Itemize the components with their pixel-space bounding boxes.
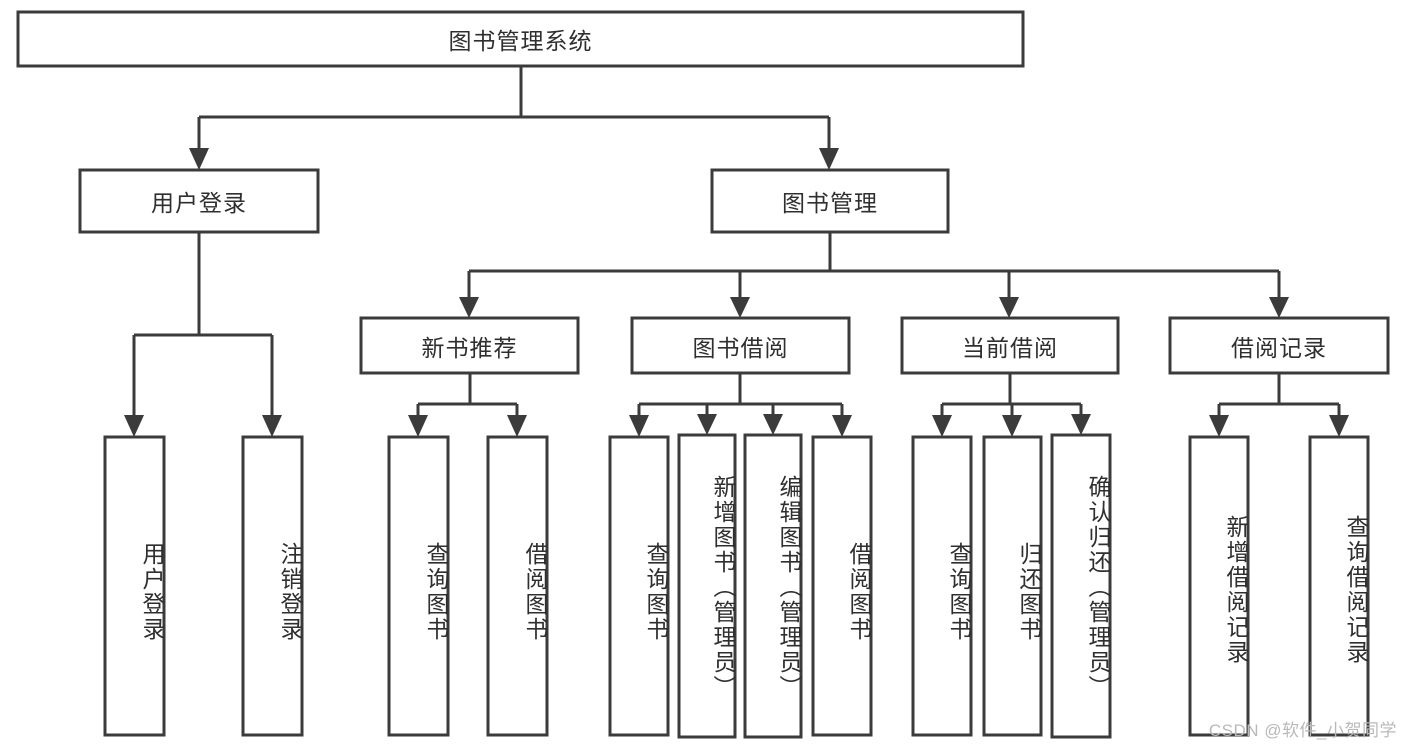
- arrow-head-book-management: [819, 148, 839, 170]
- arrow-head-leaf-user-login: [124, 415, 144, 437]
- node-box-borrow-record[interactable]: [1168, 316, 1390, 375]
- node-box-book-management[interactable]: [710, 168, 950, 234]
- node-box-leaf-borrow-book-recommend[interactable]: [486, 435, 549, 737]
- arrow-head-current-borrow: [999, 297, 1019, 318]
- node-box-leaf-confirm-return-admin[interactable]: [1050, 433, 1112, 739]
- node-box-new-book-recommend[interactable]: [359, 316, 580, 375]
- node-box-leaf-add-borrow-record[interactable]: [1188, 435, 1250, 737]
- node-box-root[interactable]: [16, 10, 1025, 68]
- node-box-leaf-return-book[interactable]: [982, 435, 1043, 737]
- node-box-user-login[interactable]: [78, 168, 320, 234]
- connectors: [124, 66, 1349, 437]
- node-box-leaf-borrow-book-borrow[interactable]: [811, 435, 873, 737]
- node-box-leaf-user-login[interactable]: [103, 435, 166, 737]
- node-box-leaf-query-book-current[interactable]: [911, 435, 973, 737]
- node-box-current-borrow[interactable]: [900, 316, 1120, 375]
- node-box-leaf-edit-book-admin[interactable]: [743, 433, 803, 739]
- arrow-head-book-borrow: [730, 297, 750, 318]
- arrow-head-leaf-edit-book-admin: [763, 414, 783, 435]
- arrow-head-borrow-record: [1269, 297, 1289, 318]
- node-box-leaf-query-book-recommend[interactable]: [387, 435, 450, 737]
- arrow-head-leaf-add-borrow-record: [1209, 415, 1229, 437]
- arrow-head-leaf-logout-login: [262, 415, 282, 437]
- arrow-head-leaf-confirm-return-admin: [1071, 414, 1091, 435]
- arrow-head-leaf-return-book: [1002, 415, 1022, 437]
- arrow-head-leaf-query-book-current: [932, 415, 952, 437]
- arrow-head-leaf-borrow-book-recommend: [507, 415, 527, 437]
- arrow-head-leaf-query-book-recommend: [408, 415, 428, 437]
- node-box-leaf-logout-login[interactable]: [241, 435, 304, 737]
- arrow-head-leaf-add-book-admin: [697, 414, 717, 435]
- arrow-head-user-login: [189, 148, 209, 170]
- node-box-book-borrow[interactable]: [630, 316, 851, 375]
- node-boxes: [16, 10, 1390, 739]
- csdn-watermark: CSDN @软件_小贺同学: [1208, 721, 1397, 740]
- arrow-head-new-book-recommend: [459, 297, 479, 318]
- node-box-leaf-query-borrow-record[interactable]: [1308, 435, 1370, 737]
- arrow-head-leaf-query-borrow-record: [1329, 415, 1349, 437]
- arrow-head-leaf-query-book-borrow: [629, 415, 649, 437]
- node-box-leaf-add-book-admin[interactable]: [677, 433, 737, 739]
- arrow-head-leaf-borrow-book-borrow: [832, 415, 852, 437]
- node-box-leaf-query-book-borrow[interactable]: [608, 435, 670, 737]
